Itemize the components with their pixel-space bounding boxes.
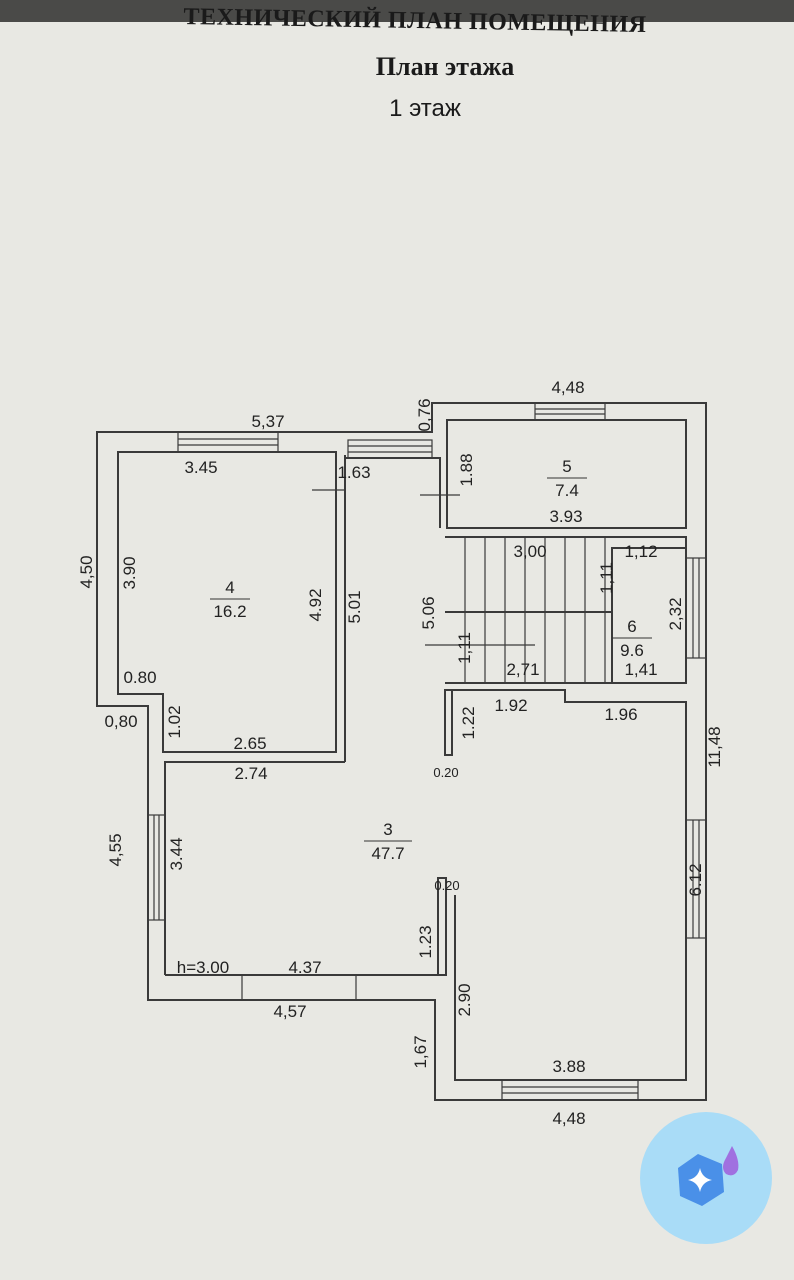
room-number: 3 — [383, 820, 392, 839]
walls — [96, 402, 707, 1101]
dimension-label: 3.45 — [184, 458, 217, 477]
dimension-label: 1.96 — [604, 705, 637, 724]
dimension-label: 1.63 — [337, 463, 370, 482]
dimension-label: 0.80 — [123, 668, 156, 687]
room-number: 4 — [225, 578, 234, 597]
top-dark-bar — [0, 0, 794, 22]
dimension-label: 1.88 — [457, 453, 476, 486]
dimension-label: 1,11 — [455, 632, 474, 664]
dimension-label: 4,55 — [106, 833, 125, 866]
dimension-label: 4,57 — [273, 1002, 306, 1021]
dimension-label: 11,48 — [705, 726, 724, 767]
dimension-label: 5,37 — [251, 412, 284, 431]
dimension-label: 3.88 — [552, 1057, 585, 1076]
dimension-labels: 5,37 3.45 1.63 0,76 4,48 1.88 3.93 4,50 … — [77, 378, 724, 1128]
dimension-label: 4,50 — [77, 555, 96, 588]
room-area: 9.6 — [620, 641, 644, 660]
dimension-label: 1.92 — [494, 696, 527, 715]
room-number: 5 — [562, 457, 571, 476]
dimension-label: 0,80 — [104, 712, 137, 731]
dimension-label: 4.37 — [288, 958, 321, 977]
floor-label: 1 этаж — [389, 95, 461, 122]
dimension-label: 4,48 — [551, 378, 584, 397]
dimension-label: 2.90 — [455, 983, 474, 1016]
sparkle-icon — [678, 1146, 739, 1206]
dimension-label: 3,00 — [513, 542, 546, 561]
room-labels: 4 16.2 5 7.4 6 9.6 3 47.7 — [210, 457, 652, 863]
dimension-label: 3.93 — [549, 507, 582, 526]
dimension-label: h=3.00 — [177, 958, 229, 977]
room-area: 7.4 — [555, 481, 579, 500]
dimension-label: 2.65 — [233, 734, 266, 753]
room-area: 16.2 — [213, 602, 246, 621]
dimension-label: 0.20 — [434, 878, 459, 893]
dimension-label: 6.12 — [686, 863, 705, 896]
dimension-label: 3.44 — [167, 837, 186, 870]
dimension-label: 1,41 — [624, 660, 657, 679]
room-area: 47.7 — [371, 844, 404, 863]
dimension-label: 1,67 — [411, 1035, 430, 1068]
dimension-label: 1,12 — [624, 542, 657, 561]
dimension-label: 3.90 — [120, 556, 139, 589]
dimension-label: 2.74 — [234, 764, 267, 783]
windows — [147, 402, 707, 1101]
plan-subtitle: План этажа — [375, 52, 515, 81]
dimension-label: 0,76 — [415, 398, 434, 431]
dimension-label: 4.92 — [306, 588, 325, 621]
dimension-label: 4,48 — [552, 1109, 585, 1128]
assistant-floating-button[interactable] — [640, 1112, 772, 1244]
dimension-label: 1.22 — [459, 706, 478, 739]
dimension-label: 2,71 — [506, 660, 539, 679]
room-number: 6 — [627, 617, 636, 636]
dimension-label: 5.06 — [419, 596, 438, 629]
dimension-label: 2,32 — [666, 597, 685, 630]
dimension-label: 5.01 — [345, 590, 364, 623]
dimension-label: 1,11 — [597, 562, 616, 594]
dimension-label: 1.02 — [165, 705, 184, 738]
stairs — [425, 537, 606, 683]
dimension-label: 0.20 — [433, 765, 458, 780]
dimension-label: 1.23 — [416, 925, 435, 958]
